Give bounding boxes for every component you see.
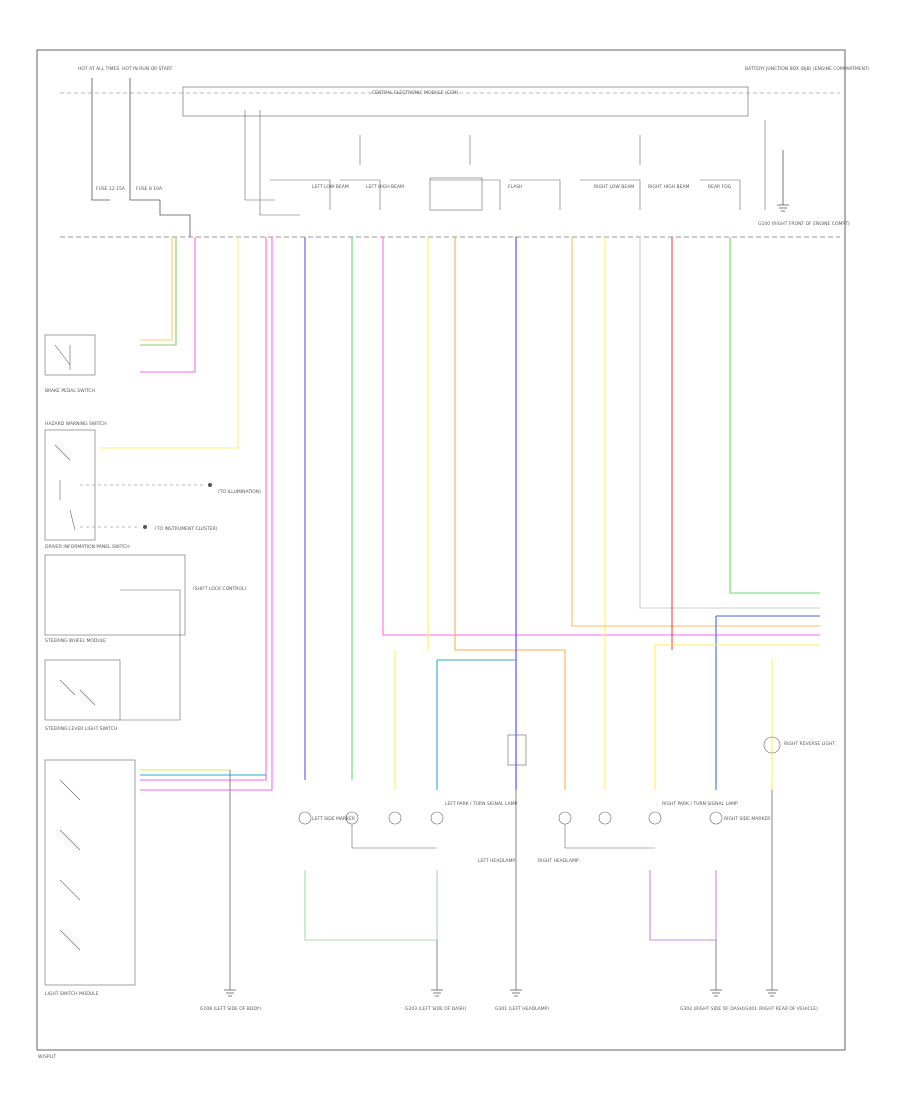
fuse-label-1: FUSE 12 15A (96, 186, 126, 192)
central-module-box (182, 86, 749, 117)
hazard-terminal-dot (208, 483, 212, 487)
hazard-switch-label: HAZARD WARNING SWITCH (45, 421, 107, 427)
wire-group-vertical (100, 237, 820, 791)
ground-lines (224, 770, 778, 997)
lamp-bulbs (298, 811, 723, 849)
top-left-label-1: HOT AT ALL TIMES (78, 66, 119, 72)
ground-label-2: G203 (LEFT SIDE OF DASH) (405, 1006, 466, 1012)
steering-lever-label: STEERING LEVER LIGHT SWITCH (45, 726, 117, 732)
fuse-label-2: FUSE 8 10A (136, 186, 163, 192)
left-side-marker-label: LEFT SIDE MARKER (312, 816, 355, 822)
ground-label-4: G302 (RIGHT SIDE OF DASH) (680, 1006, 745, 1012)
light-switch-label: LIGHT SWITCH MODULE (45, 991, 99, 997)
hazard-dashed-lines (80, 484, 205, 528)
relay-label-6: REAR FOG (708, 184, 732, 190)
ground-label-5: G401 (RIGHT REAR OF VEHICLE) (745, 1006, 818, 1012)
ground-right-label: G100 (RIGHT FRONT OF ENGINE COMPT) (758, 221, 850, 227)
hazard-note-1: (TO ILLUMINATION) (218, 489, 261, 495)
right-reverse-lamp-symbol (763, 736, 781, 754)
relay-label-5: RIGHT HIGH BEAM (648, 184, 690, 190)
relay-label-3: FLASH (508, 184, 523, 190)
top-left-label-2: HOT IN RUN OR START (122, 66, 173, 72)
relay-blocks (244, 110, 766, 216)
diagram-frame (36, 49, 846, 1051)
brake-switch-label: BRAKE PEDAL SWITCH (45, 388, 95, 394)
hazard-note-2: (TO INSTRUMENT CLUSTER) (155, 526, 218, 532)
relay-label-2: LEFT HIGH BEAM (366, 184, 404, 190)
top-right-label: BATTERY JUNCTION BOX (BJB) (ENGINE COMPA… (745, 66, 870, 72)
driver-info-label: DRIVER INFORMATION PANEL SWITCH (45, 544, 130, 550)
driver-info-note: (SHIFT LOCK CONTROL) (193, 586, 246, 592)
central-module-label: CENTRAL ELECTRONIC MODULE (CEM) (372, 90, 459, 96)
ground-label-3: G301 (LEFT HEADLAMP) (495, 1006, 549, 1012)
right-headlamp-label: RIGHT HEADLAMP (538, 858, 579, 864)
left-headlamp-label: LEFT HEADLAMP (478, 858, 515, 864)
relay-label-4: RIGHT LOW BEAM (594, 184, 634, 190)
wire-group-lower (140, 644, 820, 941)
left-switch-panel (44, 334, 186, 986)
hazard-terminal-dot-2 (143, 525, 147, 529)
left-headlamp-symbol (507, 734, 527, 766)
right-reverse-label: RIGHT REVERSE LIGHT (784, 741, 835, 747)
steering-wheel-label: STEERING WHEEL MODULE (45, 638, 106, 644)
ground-label-1: G108 (LEFT SIDE OF BODY) (200, 1006, 261, 1012)
left-lamps-label: LEFT PARK / TURN SIGNAL LAMP (445, 801, 518, 807)
bottom-left-mark: W/SPLIT (38, 1054, 56, 1060)
right-lamps-label: RIGHT PARK / TURN SIGNAL LAMP (662, 801, 738, 807)
relay-label-1: LEFT LOW BEAM (312, 184, 349, 190)
right-side-marker-label: RIGHT SIDE MARKER (724, 816, 770, 822)
